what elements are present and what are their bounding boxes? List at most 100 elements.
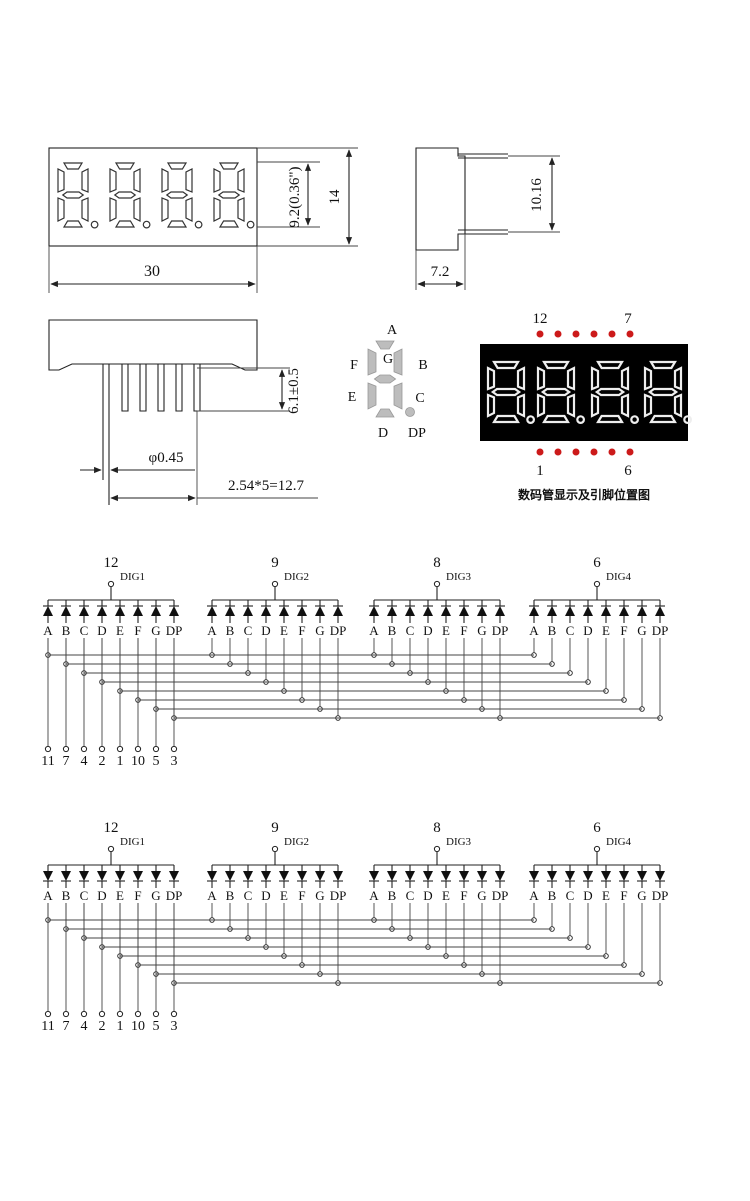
led-dp [495, 871, 505, 881]
width-label: 30 [144, 263, 160, 280]
segment-label: B [226, 888, 235, 903]
digit-name: DIG4 [606, 836, 632, 848]
segment-pin-number: 10 [131, 1019, 145, 1034]
segment-label: DP [166, 623, 183, 638]
module-digit-1-segment-c [516, 393, 526, 418]
module-digit-3-segment-e [590, 393, 600, 418]
segment-label: C [566, 888, 575, 903]
segment-label: DP [330, 888, 347, 903]
legend-segment-e [367, 382, 377, 410]
top-pin-dot [572, 330, 580, 338]
segment-pin-terminal [134, 745, 142, 753]
module-digit-3-segment-c [620, 393, 630, 418]
led-e [279, 871, 289, 881]
legend-segment-b [393, 348, 403, 376]
module-digit-1-segment-b [516, 366, 526, 391]
led-d [97, 871, 107, 881]
top-digit-4-segment-d [218, 220, 240, 228]
top-digit-3-segment-e [161, 197, 169, 222]
bottom-pin-dot [626, 448, 634, 456]
top-digit-3-dp [194, 220, 203, 229]
module-digit-2-segment-c [566, 393, 576, 418]
led-g [477, 606, 487, 616]
segment-pin-terminal [80, 1010, 88, 1018]
led-a [529, 871, 539, 881]
segment-pin-terminal [170, 745, 178, 753]
segment-pin-number: 1 [117, 754, 124, 769]
led-b [225, 871, 235, 881]
segment-label: G [151, 888, 160, 903]
segment-pin-number: 10 [131, 754, 145, 769]
led-dp [655, 871, 665, 881]
module-digit-1 [486, 360, 535, 425]
top-digit-2-segment-b [133, 168, 141, 193]
pin-7-label: 7 [624, 311, 632, 327]
led-f [133, 871, 143, 881]
led-f [619, 871, 629, 881]
module-digit-3 [590, 360, 639, 425]
segment-label: B [62, 888, 71, 903]
bottom-pin-dot [536, 448, 544, 456]
segment-label: F [298, 888, 305, 903]
bottom-pin-dot [590, 448, 598, 456]
segment-label: C [80, 623, 89, 638]
bottom-view: 6.1±0.5 φ0.45 2.54*5=12.7 [48, 319, 318, 505]
segment-label: DP [652, 623, 669, 638]
segment-label: B [226, 623, 235, 638]
segment-label: A [207, 888, 217, 903]
led-e [115, 606, 125, 616]
segment-pin-terminal [98, 1010, 106, 1018]
top-digit-2-segment-f [109, 168, 117, 193]
top-digit-3-segment-a [166, 162, 188, 170]
module-digit-3-segment-b [620, 366, 630, 391]
segment-label: A [369, 888, 379, 903]
legend-segment-dp [405, 407, 415, 417]
digit-name: DIG2 [284, 571, 309, 583]
top-digit-2-segment-g [113, 191, 137, 199]
led-c [243, 871, 253, 881]
height-label: 14 [327, 189, 343, 205]
segment-label: C [566, 623, 575, 638]
module-digit-4-segment-a [649, 360, 677, 370]
segment-pin-number: 4 [81, 1019, 88, 1034]
segment-label-d: D [378, 426, 388, 441]
segment-label: E [602, 888, 610, 903]
segment-label: F [620, 888, 627, 903]
segment-label: E [602, 623, 610, 638]
segment-label: E [442, 623, 450, 638]
top-digit-1-segment-g [61, 191, 85, 199]
common-terminal [433, 580, 441, 588]
module-digit-2-segment-d [542, 414, 570, 424]
led-e [441, 871, 451, 881]
common-terminal [271, 845, 279, 853]
top-digit-4-segment-f [213, 168, 221, 193]
led-a [207, 871, 217, 881]
segment-pin-terminal [116, 745, 124, 753]
module-digit-2-segment-a [542, 360, 570, 370]
bottom-pin-4 [157, 364, 165, 412]
segment-pin-number: 11 [41, 1019, 54, 1034]
led-f [297, 871, 307, 881]
led-c [243, 606, 253, 616]
led-a [207, 606, 217, 616]
module-digit-3-dp [630, 415, 639, 425]
segment-pin-number: 4 [81, 754, 88, 769]
top-digit-3-segment-g [165, 191, 189, 199]
top-pin-dot [590, 330, 598, 338]
segment-pin-terminal [44, 745, 52, 753]
digit-name: DIG3 [446, 571, 472, 583]
common-terminal [593, 580, 601, 588]
pin-length-label: 6.1±0.5 [286, 368, 302, 414]
top-view-digits [57, 162, 255, 229]
module-digit-4 [643, 360, 692, 425]
segment-pin-terminal [44, 1010, 52, 1018]
led-d [423, 871, 433, 881]
top-pin-dot [536, 330, 544, 338]
segment-label: D [97, 888, 106, 903]
